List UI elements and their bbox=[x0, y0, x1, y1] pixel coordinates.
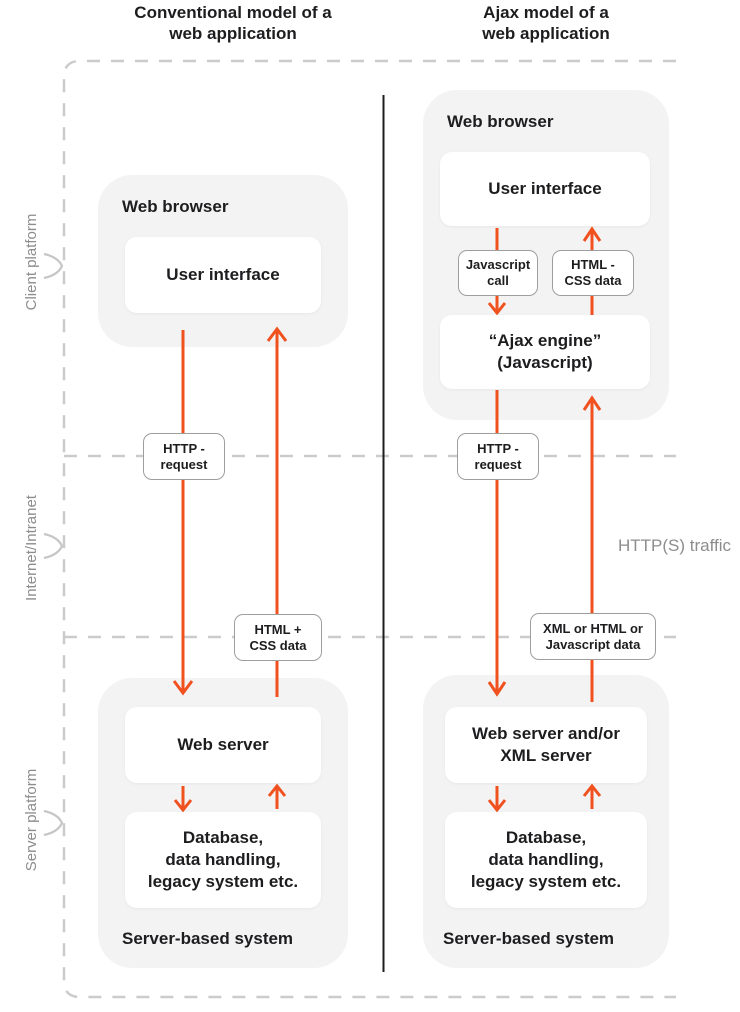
ajax-engine-box: “Ajax engine” (Javascript) bbox=[440, 315, 650, 389]
xml-html-js-data-label: XML or HTML or Javascript data bbox=[530, 613, 656, 660]
left-database-box: Database, data handling, legacy system e… bbox=[125, 812, 321, 908]
right-web-browser-title: Web browser bbox=[447, 112, 554, 131]
right-user-interface-box: User interface bbox=[440, 152, 650, 226]
left-web-browser-title: Web browser bbox=[122, 197, 229, 216]
html-css-data-label: HTML - CSS data bbox=[552, 250, 634, 296]
client-brace bbox=[43, 252, 64, 280]
left-user-interface-box: User interface bbox=[125, 237, 321, 313]
conventional-model-title: Conventional model of a web application bbox=[134, 3, 332, 44]
ajax-model-title: Ajax model of a web application bbox=[482, 3, 610, 44]
internet-brace bbox=[43, 532, 64, 560]
right-http-request-label: HTTP - request bbox=[457, 433, 539, 480]
left-request-arrow bbox=[172, 330, 194, 696]
server-brace bbox=[43, 809, 64, 837]
server-platform-label: Server platform bbox=[23, 768, 40, 872]
left-server-based-system-label: Server-based system bbox=[122, 929, 294, 948]
javascript-call-label: Javascript call bbox=[458, 250, 538, 296]
left-web-server-box: Web server bbox=[125, 707, 321, 783]
right-web-server-box: Web server and/or XML server bbox=[445, 707, 647, 783]
right-database-box: Database, data handling, legacy system e… bbox=[445, 812, 647, 908]
right-server-based-system-label: Server-based system bbox=[443, 929, 615, 948]
left-http-request-label: HTTP - request bbox=[143, 433, 225, 480]
client-platform-label: Client platform bbox=[23, 213, 40, 311]
left-html-css-label: HTML + CSS data bbox=[234, 614, 322, 661]
https-traffic-label: HTTP(S) traffic bbox=[618, 536, 732, 555]
internet-intranet-label: Internet/Intranet bbox=[23, 495, 40, 601]
